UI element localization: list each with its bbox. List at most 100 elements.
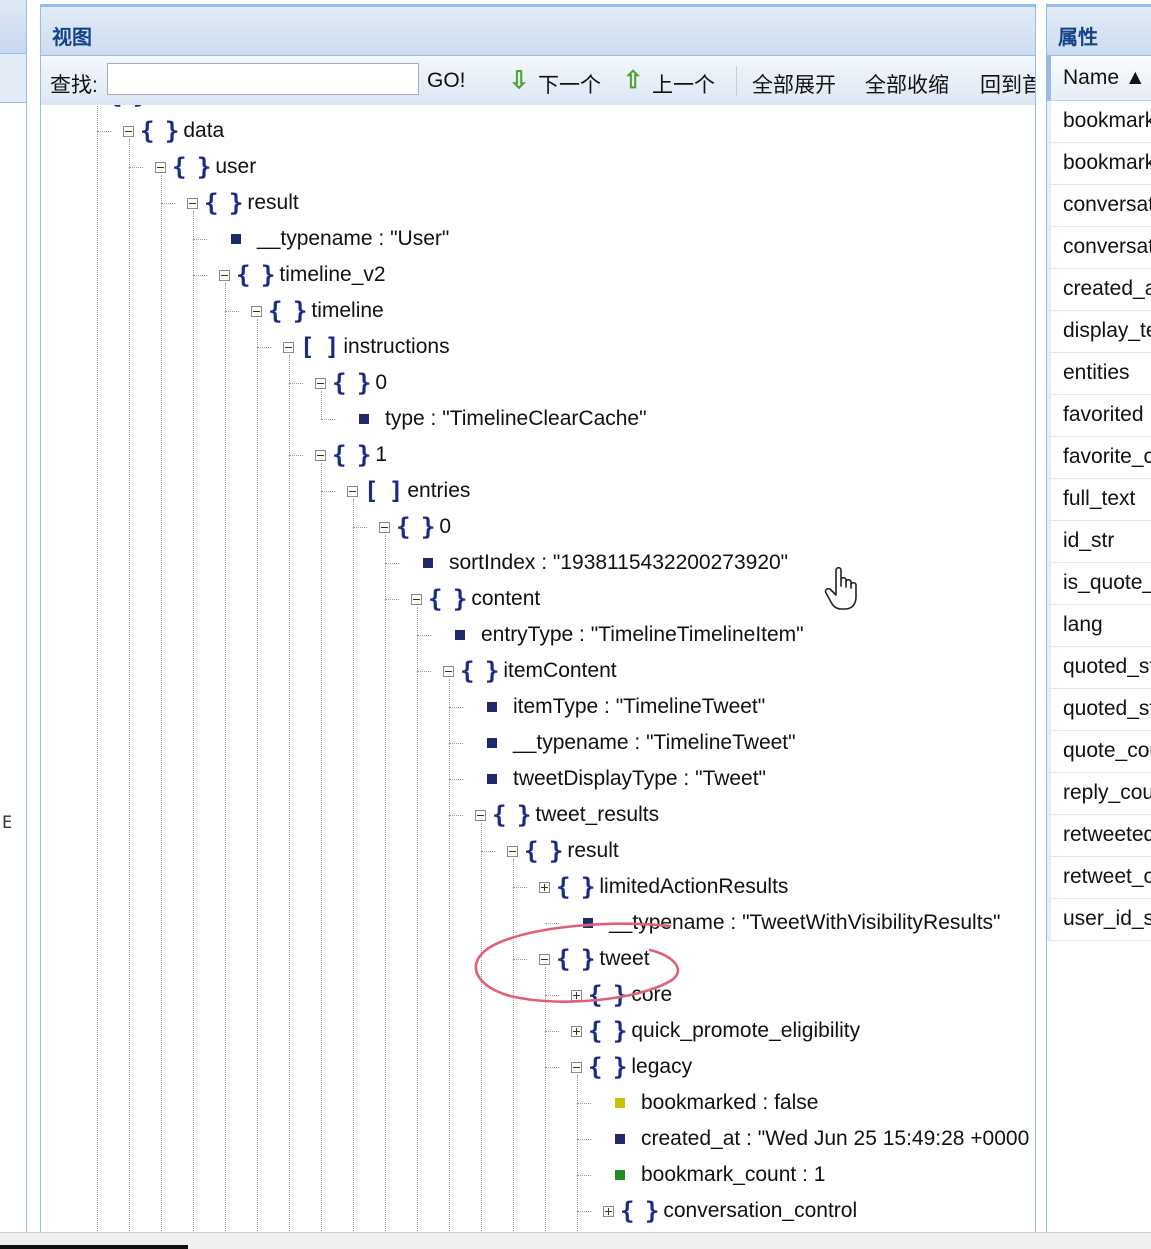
back-to-top-button[interactable]: 回到首 xyxy=(980,74,1035,97)
next-button[interactable]: 下一个 xyxy=(538,74,601,97)
curly-braces-icon: { } xyxy=(492,801,531,829)
property-name: quoted_status_permalink xyxy=(1063,697,1151,720)
collapse-toggle-icon[interactable] xyxy=(283,341,294,353)
collapse-toggle-icon[interactable] xyxy=(347,485,358,497)
collapse-toggle-icon[interactable] xyxy=(379,521,390,533)
tree-guide-line xyxy=(353,499,354,1235)
expand-toggle-icon[interactable] xyxy=(539,881,550,893)
property-row[interactable]: conversation_control xyxy=(1047,185,1151,227)
tree-node[interactable]: tweetDisplayType : "Tweet" xyxy=(471,761,766,797)
tree-node[interactable]: { }0 xyxy=(315,365,387,401)
tree-node-label: __typename : "TweetWithVisibilityResults… xyxy=(609,911,1001,934)
tree-node[interactable]: { }itemContent xyxy=(443,653,617,689)
tree-node[interactable]: { }0 xyxy=(379,509,451,545)
properties-panel-title: 属性 xyxy=(1058,27,1098,49)
arrow-up-icon[interactable]: ⇧ xyxy=(623,67,644,94)
property-row[interactable]: bookmarked xyxy=(1047,101,1151,143)
property-row[interactable]: display_text_range xyxy=(1047,311,1151,353)
tree-node[interactable]: type : "TimelineClearCache" xyxy=(343,401,647,437)
tree-node[interactable]: { }timeline xyxy=(251,293,384,329)
tree-node[interactable]: { }1 xyxy=(315,437,387,473)
tree-node[interactable]: { }conversation_control xyxy=(603,1193,857,1229)
scrollbar-thumb[interactable] xyxy=(0,1245,188,1249)
tree-node-label: tweet_results xyxy=(535,803,660,826)
value-node-icon xyxy=(487,702,497,712)
tree-node[interactable]: { }limitedActionResults xyxy=(539,869,788,905)
tree-node[interactable]: entryType : "TimelineTimelineItem" xyxy=(439,617,804,653)
tree-node[interactable]: created_at : "Wed Jun 25 15:49:28 +0000 xyxy=(599,1121,1029,1157)
collapse-toggle-icon[interactable] xyxy=(315,449,326,461)
expand-all-button[interactable]: 全部展开 xyxy=(752,74,836,97)
tree-node[interactable]: { }content xyxy=(411,581,540,617)
property-row[interactable]: created_at xyxy=(1047,269,1151,311)
property-row[interactable]: favorited xyxy=(1047,395,1151,437)
expand-toggle-icon[interactable] xyxy=(603,1205,614,1217)
tree-guide-line xyxy=(193,211,194,1235)
collapse-toggle-icon[interactable] xyxy=(251,305,262,317)
property-row[interactable]: favorite_count xyxy=(1047,437,1151,479)
tree-node[interactable]: bookmarked : false xyxy=(599,1085,818,1121)
name-column-header[interactable]: Name ▲ xyxy=(1047,56,1151,101)
property-row[interactable]: entities xyxy=(1047,353,1151,395)
arrow-down-icon[interactable]: ⇩ xyxy=(509,67,530,94)
tree-node[interactable]: itemType : "TimelineTweet" xyxy=(471,689,765,725)
tree-node[interactable]: { }data xyxy=(91,105,192,113)
tree-node[interactable]: { }user xyxy=(155,149,256,185)
tree-node[interactable]: { }quick_promote_eligibility xyxy=(571,1013,860,1049)
collapse-all-button[interactable]: 全部收缩 xyxy=(865,74,949,97)
property-row[interactable]: id_str xyxy=(1047,521,1151,563)
bottom-scrollbar[interactable] xyxy=(0,1232,1151,1249)
property-row[interactable]: reply_count xyxy=(1047,773,1151,815)
collapse-toggle-icon[interactable] xyxy=(219,269,230,281)
property-row[interactable]: user_id_str xyxy=(1047,899,1151,941)
property-row[interactable]: retweet_count xyxy=(1047,857,1151,899)
property-row[interactable]: lang xyxy=(1047,605,1151,647)
tree-node[interactable]: { }timeline_v2 xyxy=(219,257,386,293)
tree-node[interactable]: { }core xyxy=(571,977,672,1013)
property-row[interactable]: full_text xyxy=(1047,479,1151,521)
tree-node[interactable]: [ ]instructions xyxy=(283,329,450,365)
collapse-toggle-icon[interactable] xyxy=(187,197,198,209)
collapse-toggle-icon[interactable] xyxy=(411,593,422,605)
tree-node[interactable]: { }tweet_results xyxy=(475,797,659,833)
collapse-toggle-icon[interactable] xyxy=(571,1061,582,1073)
tree-guide-line xyxy=(577,1139,591,1140)
tree-node-label: conversation_control xyxy=(663,1199,858,1222)
search-input[interactable] xyxy=(107,63,419,95)
go-button[interactable]: GO! xyxy=(427,69,466,92)
property-row[interactable]: quoted_status_permalink xyxy=(1047,689,1151,731)
collapse-toggle-icon[interactable] xyxy=(507,845,518,857)
collapse-toggle-icon[interactable] xyxy=(443,665,454,677)
tree-node[interactable]: { }legacy xyxy=(571,1049,692,1085)
tree-node[interactable]: { }data xyxy=(123,113,224,149)
prev-button[interactable]: 上一个 xyxy=(652,74,715,97)
tree-node[interactable]: [ ]entries xyxy=(347,473,470,509)
collapse-toggle-icon[interactable] xyxy=(123,125,134,137)
expand-toggle-icon[interactable] xyxy=(571,989,582,1001)
expand-toggle-icon[interactable] xyxy=(571,1025,582,1037)
property-row[interactable]: quoted_status_id_str xyxy=(1047,647,1151,689)
collapse-toggle-icon[interactable] xyxy=(539,953,550,965)
value-node-icon xyxy=(455,630,465,640)
tree-guide-line xyxy=(545,967,546,1235)
property-row[interactable]: is_quote_status xyxy=(1047,563,1151,605)
property-row[interactable]: retweeted xyxy=(1047,815,1151,857)
tree-node[interactable]: sortIndex : "1938115432200273920" xyxy=(407,545,788,581)
tree-guide-line xyxy=(449,707,463,708)
tree-node[interactable]: { }result xyxy=(507,833,619,869)
json-tree: { }data{ }data{ }user{ }result__typename… xyxy=(41,105,1035,1235)
curly-braces-icon: { } xyxy=(620,1197,659,1225)
tree-node[interactable]: bookmark_count : 1 xyxy=(599,1157,825,1193)
tree-node[interactable]: { }tweet xyxy=(539,941,650,977)
tree-node[interactable]: __typename : "User" xyxy=(215,221,449,257)
tree-node[interactable]: __typename : "TimelineTweet" xyxy=(471,725,796,761)
tree-node[interactable]: __typename : "TweetWithVisibilityResults… xyxy=(567,905,1001,941)
collapse-toggle-icon[interactable] xyxy=(315,377,326,389)
collapse-toggle-icon[interactable] xyxy=(475,809,486,821)
property-row[interactable]: bookmark_count xyxy=(1047,143,1151,185)
property-row[interactable]: quote_count xyxy=(1047,731,1151,773)
collapse-toggle-icon[interactable] xyxy=(155,161,166,173)
tree-guide-line xyxy=(129,139,130,1235)
tree-node[interactable]: { }result xyxy=(187,185,299,221)
property-row[interactable]: conversation_id_str xyxy=(1047,227,1151,269)
